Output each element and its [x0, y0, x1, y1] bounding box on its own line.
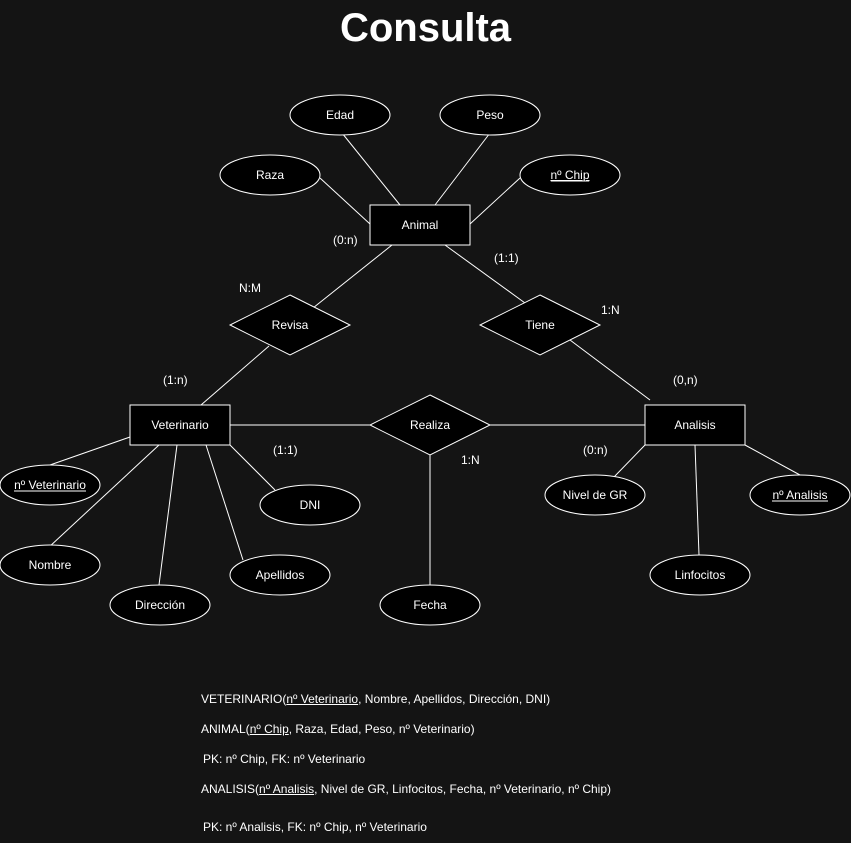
schema-veterinario-key: nº Veterinario	[286, 692, 359, 706]
schema-veterinario: VETERINARIO(nº Veterinario, Nombre, Apel…	[201, 692, 550, 706]
relationship-realiza[interactable]: Realiza	[368, 394, 492, 456]
attribute-apellidos-label: Apellidos	[256, 568, 305, 582]
attribute-n-analisis[interactable]: nº Analisis	[749, 474, 851, 516]
attribute-dni[interactable]: DNI	[259, 484, 361, 526]
schema-animal: ANIMAL(nº Chip, Raza, Edad, Peso, nº Vet…	[201, 722, 475, 736]
cardinality-analisis-realiza: (0:n)	[583, 443, 608, 457]
attribute-n-chip[interactable]: nº Chip	[519, 154, 621, 196]
attribute-nombre[interactable]: Nombre	[0, 544, 101, 586]
entity-animal-label: Animal	[402, 218, 439, 232]
entity-animal[interactable]: Animal	[369, 204, 471, 246]
cardinality-animal-revisa: (0:n)	[333, 233, 358, 247]
schema-veterinario-rest: , Nombre, Apellidos, Dirección, DNI)	[358, 692, 551, 706]
attribute-raza-label: Raza	[256, 168, 284, 182]
edge-analisis-linfocitos	[694, 444, 700, 556]
attribute-n-veterinario[interactable]: nº Veterinario	[0, 464, 101, 506]
entity-analisis[interactable]: Analisis	[644, 404, 746, 446]
attribute-linfocitos[interactable]: Linfocitos	[649, 554, 751, 596]
relationship-tiene[interactable]: Tiene	[478, 294, 602, 356]
entity-veterinario[interactable]: Veterinario	[129, 404, 231, 446]
attribute-peso[interactable]: Peso	[439, 94, 541, 136]
attribute-direccion[interactable]: Dirección	[109, 584, 211, 626]
attribute-n-analisis-label: nº Analisis	[772, 488, 827, 502]
edge-analisis-nivelgr	[613, 444, 646, 478]
edge-animal-chip	[469, 177, 521, 225]
attribute-edad[interactable]: Edad	[289, 94, 391, 136]
edge-veterinario-nveterinario	[49, 436, 131, 466]
attribute-fecha-label: Fecha	[413, 598, 447, 612]
attribute-nivel-gr[interactable]: Nivel de GR	[544, 474, 646, 516]
attribute-linfocitos-label: Linfocitos	[675, 568, 726, 582]
attribute-fecha[interactable]: Fecha	[379, 584, 481, 626]
edge-revisa-veterinario	[200, 345, 270, 406]
attribute-raza[interactable]: Raza	[219, 154, 321, 196]
attribute-peso-label: Peso	[476, 108, 504, 122]
schema-analisis-key: nº Analisis	[259, 782, 315, 796]
relationship-revisa-label: Revisa	[272, 318, 309, 332]
attribute-nivel-gr-label: Nivel de GR	[563, 488, 628, 502]
cardinality-veterinario-realiza: (1:1)	[273, 443, 298, 457]
schema-animal-key: nº Chip	[249, 722, 289, 736]
edge-animal-revisa	[312, 244, 393, 309]
cardinality-realiza-ratio: 1:N	[461, 453, 480, 467]
schema-analisis-rest: , Nivel de GR, Linfocitos, Fecha, nº Vet…	[314, 782, 612, 796]
edge-veterinario-dni	[229, 444, 276, 491]
schema-animal-prefix: ANIMAL(	[201, 722, 250, 736]
cardinality-veterinario-revisa: (1:n)	[163, 373, 188, 387]
relationship-tiene-label: Tiene	[525, 318, 555, 332]
cardinality-tiene-ratio: 1:N	[601, 303, 620, 317]
edge-veterinario-apellidos	[205, 444, 244, 561]
edge-analisis-nanalisis	[744, 444, 801, 476]
attribute-n-chip-label: nº Chip	[550, 168, 589, 182]
cardinality-revisa-ratio: N:M	[239, 281, 261, 295]
edge-tiene-analisis	[569, 339, 651, 401]
edge-animal-edad	[341, 132, 401, 206]
schema-analisis-keys: PK: nº Analisis, FK: nº Chip, nº Veterin…	[203, 820, 427, 834]
attribute-edad-label: Edad	[326, 108, 354, 122]
relationship-revisa[interactable]: Revisa	[228, 294, 352, 356]
edge-animal-raza	[319, 177, 371, 225]
edge-animal-peso	[434, 132, 491, 206]
cardinality-analisis-tiene: (0,n)	[673, 373, 698, 387]
edge-veterinario-direccion	[158, 444, 178, 586]
attribute-dni-label: DNI	[300, 498, 321, 512]
attribute-direccion-label: Dirección	[135, 598, 185, 612]
schema-analisis-prefix: ANALISIS(	[201, 782, 260, 796]
schema-animal-rest: , Raza, Edad, Peso, nº Veterinario)	[288, 722, 475, 736]
attribute-nombre-label: Nombre	[29, 558, 72, 572]
attribute-apellidos[interactable]: Apellidos	[229, 554, 331, 596]
diagram-title: Consulta	[339, 6, 512, 50]
schema-analisis: ANALISIS(nº Analisis, Nivel de GR, Linfo…	[201, 782, 611, 796]
attribute-n-veterinario-label: nº Veterinario	[14, 478, 86, 492]
schema-veterinario-prefix: VETERINARIO(	[201, 692, 287, 706]
schema-animal-keys: PK: nº Chip, FK: nº Veterinario	[203, 752, 366, 766]
entity-veterinario-label: Veterinario	[151, 418, 209, 432]
edge-veterinario-nombre	[47, 444, 160, 549]
connectors	[47, 132, 801, 586]
relationship-realiza-label: Realiza	[410, 418, 450, 432]
entity-analisis-label: Analisis	[674, 418, 715, 432]
cardinality-animal-tiene: (1:1)	[494, 251, 519, 265]
edge-animal-tiene	[444, 244, 526, 304]
